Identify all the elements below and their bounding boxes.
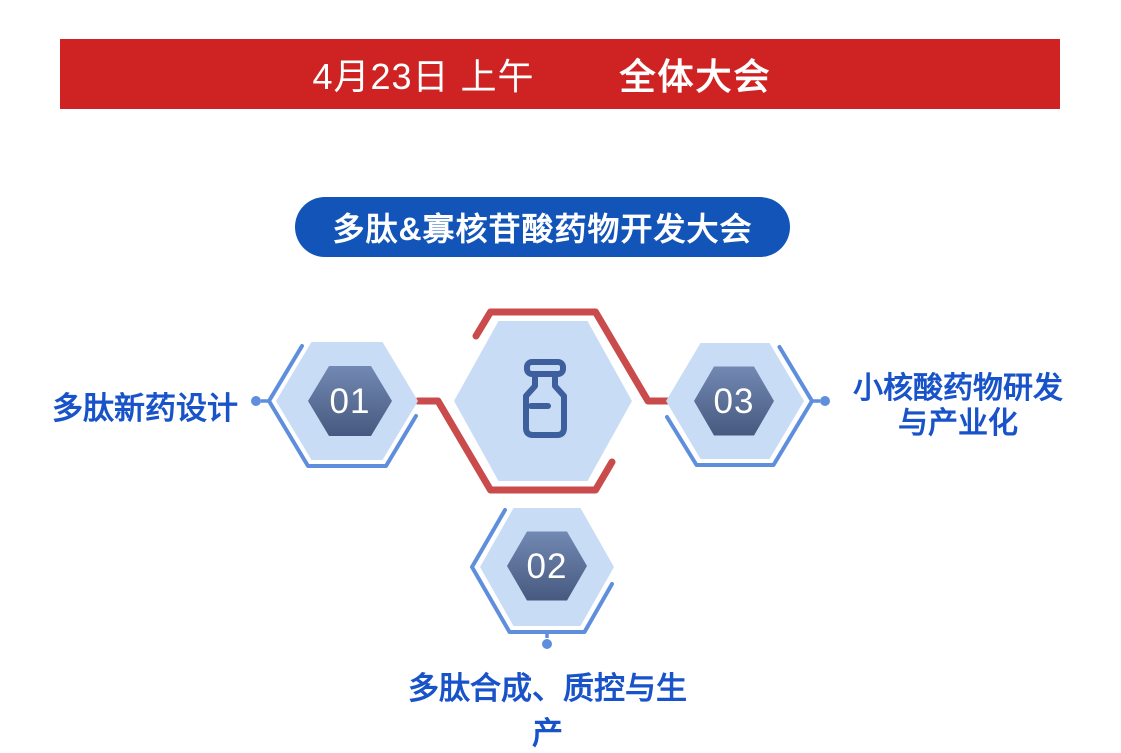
- topic-03-number: 03: [714, 382, 755, 421]
- topic-03-dot: [820, 396, 830, 406]
- session-date: 4月23日 上午: [312, 56, 535, 97]
- topic-03-outline: [665, 345, 814, 467]
- topic-02-outline: [470, 508, 614, 634]
- session-banner: 4月23日 上午 全体大会: [60, 39, 1060, 109]
- topic-01-group: 01: [251, 342, 418, 468]
- topic-02-label: 多肽合成、质控与生产: [408, 671, 687, 751]
- conference-title: 多肽&寡核苷酸药物开发大会: [332, 211, 753, 247]
- topic-02-number: 02: [527, 547, 568, 586]
- topic-03-label-line1: 小核酸药物研发: [853, 372, 1063, 405]
- topic-03-label: 小核酸药物研发 与产业化: [843, 371, 1073, 441]
- topic-02-inner-hexagon: [507, 531, 587, 601]
- red-connector-top: [472, 308, 672, 405]
- topic-03-group: 03: [665, 343, 830, 467]
- topic-01-dot: [251, 396, 261, 406]
- red-connector-bottom: [414, 397, 616, 494]
- topic-02-group: 02: [470, 508, 614, 649]
- topic-03-inner-hexagon: [694, 366, 774, 436]
- topic-02-dot: [542, 639, 552, 649]
- topic-01-label: 多肽新药设计: [52, 391, 238, 426]
- topic-01-outline: [267, 344, 418, 468]
- session-title: 全体大会: [619, 56, 772, 97]
- medicine-bottle-icon: [523, 359, 567, 438]
- topic-03-label-line2: 与产业化: [898, 407, 1018, 440]
- conference-title-pill: 多肽&寡核苷酸药物开发大会: [295, 197, 790, 257]
- topic-01-inner-hexagon: [308, 366, 392, 436]
- topic-01-number: 01: [330, 382, 371, 421]
- central-hexagon: [454, 321, 632, 481]
